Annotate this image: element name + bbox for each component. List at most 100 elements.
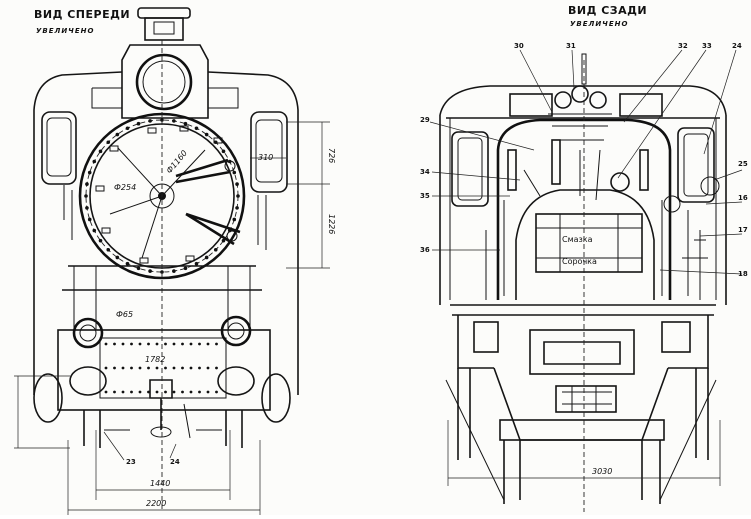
rivet bbox=[136, 121, 141, 126]
front-view: ВИД СПЕРЕДИ УВЕЛИЧЕНО bbox=[14, 7, 336, 515]
rivet bbox=[115, 255, 120, 260]
cab-upper-window-left bbox=[509, 93, 553, 117]
rivet bbox=[221, 238, 226, 243]
beam-rivets bbox=[104, 342, 218, 394]
beam-rivet bbox=[215, 390, 218, 394]
dim-1440: 1440 bbox=[150, 479, 170, 488]
drawbar-pocket bbox=[529, 329, 635, 375]
frame-cutout-right bbox=[661, 321, 691, 353]
beam-rivet bbox=[164, 366, 167, 370]
regulator-valve bbox=[610, 172, 630, 192]
beam-rivet bbox=[130, 366, 133, 370]
rivet bbox=[92, 159, 97, 164]
cab-outline bbox=[439, 85, 727, 305]
dim-1226: 1226 bbox=[327, 214, 336, 234]
marker-lamp-left bbox=[72, 317, 104, 349]
rivet bbox=[98, 149, 103, 154]
beam-rivet bbox=[172, 390, 176, 394]
coupling-box bbox=[555, 385, 617, 413]
dim-726: 726 bbox=[327, 148, 336, 163]
beam-rivet bbox=[155, 366, 159, 370]
callout-33: 33 bbox=[702, 42, 712, 50]
headlamp-housing bbox=[121, 44, 209, 119]
callout-36: 36 bbox=[420, 246, 430, 254]
rivet bbox=[125, 261, 130, 266]
chimney bbox=[137, 7, 191, 41]
front-dimension-lines: 726 1226 310 1650 1440 2200 23 24 bbox=[14, 121, 336, 515]
callout-32: 32 bbox=[678, 42, 688, 50]
rivet bbox=[84, 194, 88, 198]
beam-rivet bbox=[138, 366, 142, 370]
rivet bbox=[236, 194, 240, 198]
dim-small-diameter: Ф65 bbox=[116, 310, 133, 319]
dim-310: 310 bbox=[258, 153, 273, 162]
firebox-label-2: Сорочка bbox=[562, 257, 597, 266]
beam-rivet bbox=[104, 342, 108, 346]
water-gauge-left bbox=[551, 139, 561, 185]
rivet bbox=[194, 126, 199, 131]
beam-rivet bbox=[189, 366, 193, 370]
rear-view-title: ВИД СЗАДИ bbox=[568, 4, 647, 17]
rivet bbox=[106, 140, 111, 145]
callout-29: 29 bbox=[420, 116, 430, 124]
rivet bbox=[87, 217, 92, 222]
beam-rivet bbox=[147, 366, 150, 370]
beam-rivet bbox=[198, 366, 201, 370]
rivet bbox=[194, 261, 199, 266]
rivet bbox=[232, 217, 237, 222]
beam-rivet bbox=[104, 390, 108, 394]
wheel-right bbox=[261, 373, 291, 423]
rivet bbox=[204, 132, 209, 137]
rivet bbox=[92, 228, 97, 233]
callout-17: 17 bbox=[738, 226, 748, 234]
firebox-label-1: Смазка bbox=[562, 235, 593, 244]
beam-rivet bbox=[198, 390, 201, 394]
rivet bbox=[136, 266, 141, 271]
cab-window-left bbox=[451, 131, 489, 207]
beam-rivet bbox=[206, 366, 210, 370]
front-view-title: ВИД СПЕРЕДИ bbox=[34, 8, 130, 21]
beam-rivet bbox=[189, 342, 193, 346]
callout-34: 34 bbox=[420, 168, 430, 176]
rivet bbox=[235, 182, 239, 186]
window-left bbox=[41, 111, 77, 185]
pressure-gauge-2 bbox=[571, 85, 589, 103]
firebox-door bbox=[535, 213, 643, 273]
pressure-gauge-3 bbox=[589, 91, 607, 109]
rear-view: ВИД СЗАДИ УВЕЛИЧЕНО bbox=[420, 4, 748, 512]
rivet bbox=[85, 206, 89, 210]
buffer-beam: 1782 Ф65 bbox=[33, 265, 291, 448]
beam-rivet bbox=[181, 342, 184, 346]
frame-cutout-left bbox=[473, 321, 499, 353]
callout-25: 25 bbox=[738, 160, 748, 168]
beam-rivet bbox=[172, 342, 176, 346]
beam-rivet bbox=[181, 390, 184, 394]
callout-16: 16 bbox=[738, 194, 748, 202]
dim-2200: 2200 bbox=[146, 499, 166, 508]
rivet bbox=[232, 170, 237, 175]
rear-frame bbox=[445, 304, 717, 504]
rear-view-subtitle: УВЕЛИЧЕНО bbox=[570, 20, 628, 28]
wheel-left bbox=[33, 373, 63, 423]
rivet bbox=[183, 121, 188, 126]
beam-rivet bbox=[121, 366, 125, 370]
rivet bbox=[115, 132, 120, 137]
rivet bbox=[85, 182, 89, 186]
beam-rivet bbox=[189, 390, 193, 394]
beam-rivet bbox=[215, 342, 218, 346]
rivet bbox=[221, 149, 226, 154]
rivet bbox=[148, 119, 152, 123]
callout-30: 30 bbox=[514, 42, 524, 50]
front-body-outline bbox=[33, 71, 299, 395]
callout-24-rear: 24 bbox=[732, 42, 742, 50]
rivet bbox=[213, 247, 218, 252]
callout-23: 23 bbox=[126, 458, 136, 466]
headlamp bbox=[135, 53, 193, 111]
beam-rivet bbox=[138, 342, 142, 346]
beam-rivet bbox=[113, 342, 116, 346]
dim-3030: 3030 bbox=[592, 467, 612, 476]
beam-rivet bbox=[121, 342, 125, 346]
beam-rivet bbox=[206, 342, 210, 346]
beam-rivet bbox=[138, 390, 142, 394]
